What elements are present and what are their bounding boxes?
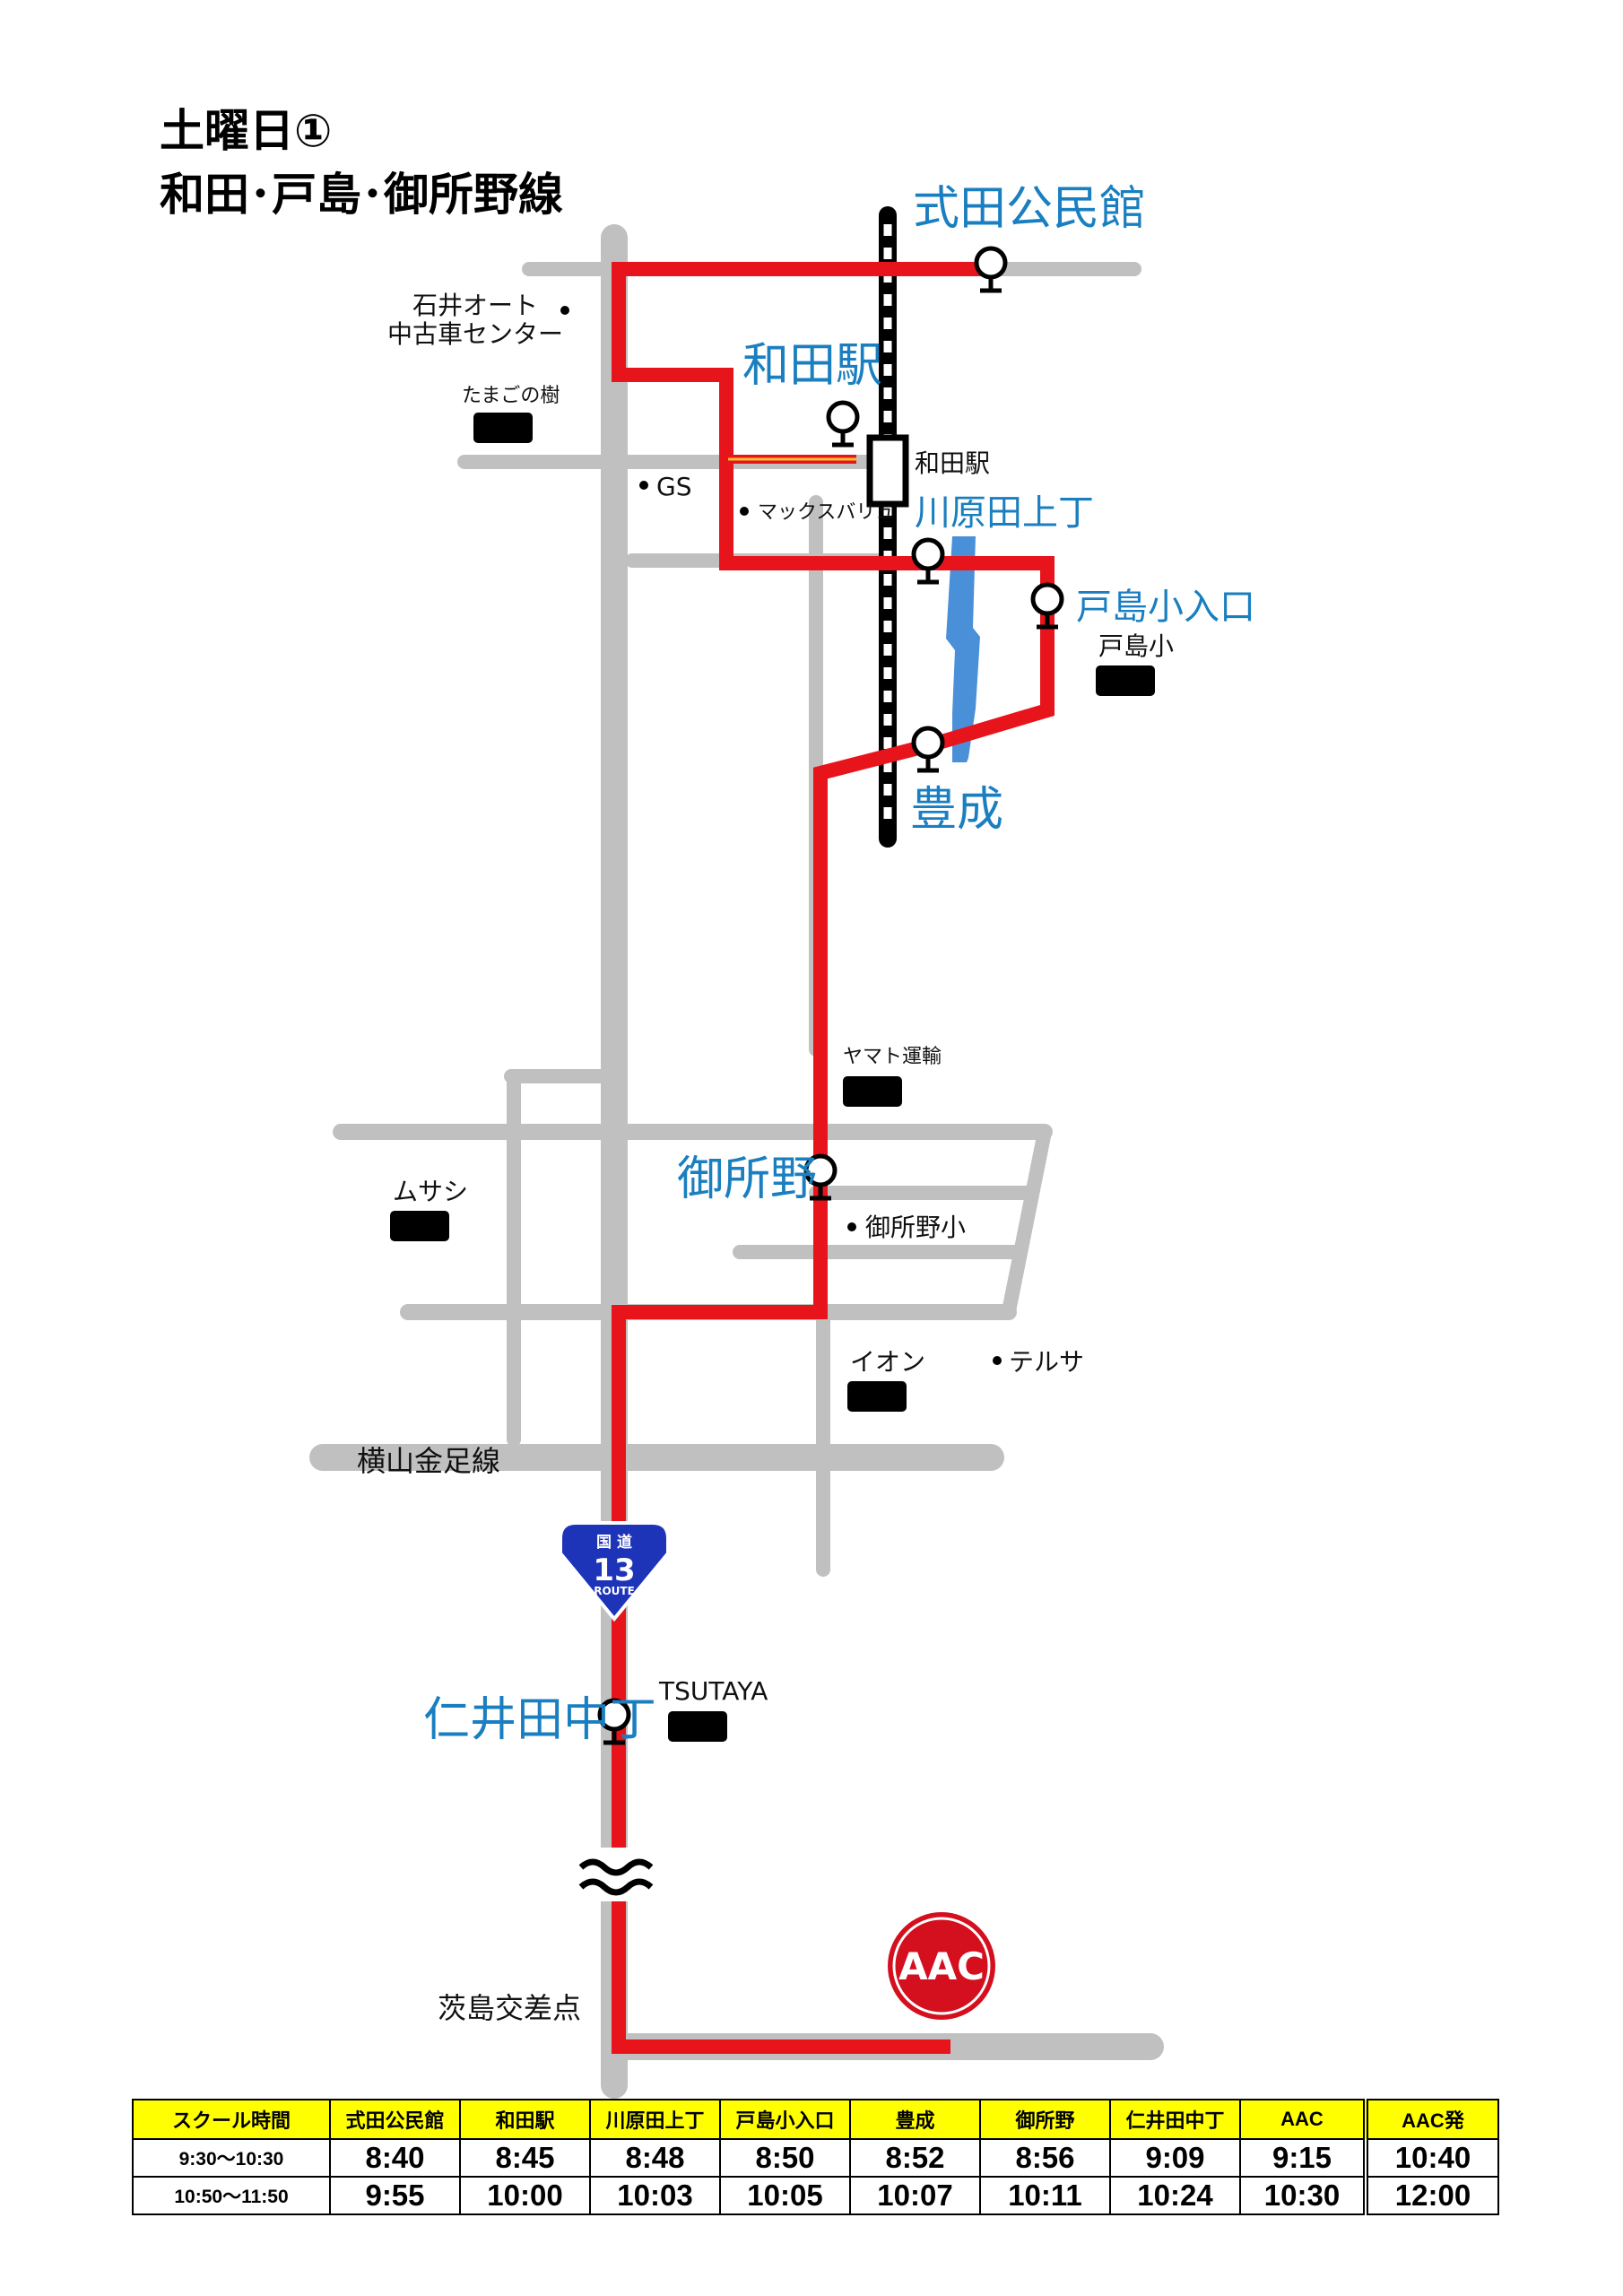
route-sign-number: 13 — [593, 1552, 635, 1588]
cell-time: 9:09 — [1109, 2138, 1241, 2178]
table-row: 9:30〜10:30 8:40 8:45 8:48 8:50 8:52 8:56… — [132, 2138, 1499, 2178]
header-aac: AAC — [1239, 2099, 1367, 2140]
landmark-dot-terusa — [993, 1356, 1002, 1365]
cell-time: 10:00 — [459, 2176, 591, 2215]
route-13-sign: 国 道 13 ROUTE — [559, 1521, 670, 1622]
landmark-box-tsutaya — [668, 1711, 727, 1742]
cell-time: 12:00 — [1363, 2176, 1499, 2215]
aac-logo-text: AAC — [898, 1944, 985, 1988]
stop-label-kawarada: 川原田上丁 — [915, 492, 1094, 534]
landmark-label-ishii-1: 石井オート — [412, 291, 538, 320]
cell-time: 10:40 — [1363, 2138, 1499, 2178]
landmark-label-aeon: イオン — [850, 1347, 925, 1377]
cell-time: 9:15 — [1239, 2138, 1367, 2178]
header-kawarada: 川原田上丁 — [589, 2099, 721, 2140]
road-goshono-east — [1002, 1125, 1052, 1318]
bus-stop-icon — [974, 246, 1008, 293]
landmark-label-wada-station: 和田駅 — [915, 448, 990, 478]
landmark-label-yamato: ヤマト運輸 — [843, 1046, 942, 1068]
header-toyonari: 豊成 — [849, 2099, 981, 2140]
bus-stop-icon — [597, 1698, 631, 1745]
bus-stop-markers — [597, 246, 1064, 1745]
landmark-label-maxvalu: マックスバリュ — [758, 501, 895, 524]
cell-time: 8:52 — [849, 2138, 981, 2178]
cell-time: 8:50 — [719, 2138, 851, 2178]
stop-label-niida: 仁井田中丁 — [423, 1693, 656, 1747]
road-label-yokoyama-kanaashi: 横山金足線 — [357, 1444, 500, 1478]
landmark-dot-maxvalu — [740, 507, 749, 516]
landmark-dot-gs — [639, 481, 648, 490]
landmark-label-tamago: たまごの樹 — [462, 385, 560, 407]
cell-time: 10:05 — [719, 2176, 851, 2215]
header-school-time: スクール時間 — [132, 2099, 331, 2140]
table-row: 10:50〜11:50 9:55 10:00 10:03 10:05 10:07… — [132, 2176, 1499, 2215]
timetable-header-row: スクール時間 式田公民館 和田駅 川原田上丁 戸島小入口 豊成 御所野 仁井田中… — [132, 2099, 1499, 2140]
landmark-dot-ishii — [560, 306, 569, 315]
cell-time: 8:56 — [979, 2138, 1111, 2178]
bus-stop-icon — [826, 400, 860, 448]
cell-school-time: 9:30〜10:30 — [132, 2138, 331, 2178]
stop-label-wada-station: 和田駅 — [742, 339, 882, 393]
cell-time: 8:40 — [329, 2138, 461, 2178]
landmark-dot-goshono-school — [847, 1222, 856, 1231]
landmark-label-tsutaya: TSUTAYA — [658, 1676, 768, 1706]
route-break-icon — [578, 1858, 654, 1896]
header-goshono: 御所野 — [979, 2099, 1111, 2140]
bus-route-line — [612, 262, 1055, 2054]
river — [946, 536, 980, 762]
cell-time: 10:03 — [589, 2176, 721, 2215]
landmark-box-tojima-school — [1096, 665, 1155, 696]
header-tojima: 戸島小入口 — [719, 2099, 851, 2140]
wada-station-building — [866, 434, 909, 508]
title-day: 土曜日① — [160, 105, 332, 157]
header-shikida: 式田公民館 — [329, 2099, 461, 2140]
bus-stop-icon — [803, 1153, 838, 1201]
landmark-label-goshono-school: 御所野小 — [865, 1213, 966, 1242]
bus-stop-icon — [911, 537, 945, 585]
route-sign-bottom: ROUTE — [594, 1585, 635, 1597]
cell-time: 10:30 — [1239, 2176, 1367, 2215]
landmark-box-tamago — [473, 413, 533, 443]
landmark-box-aeon — [847, 1381, 907, 1412]
cell-time: 8:45 — [459, 2138, 591, 2178]
landmark-label-musashi: ムサシ — [393, 1177, 468, 1206]
timetable: スクール時間 式田公民館 和田駅 川原田上丁 戸島小入口 豊成 御所野 仁井田中… — [132, 2099, 1499, 2215]
landmark-label-barajima: 茨島交差点 — [438, 1991, 581, 2025]
cell-time: 8:48 — [589, 2138, 721, 2178]
bus-stop-icon — [1030, 582, 1064, 630]
cell-time: 10:24 — [1109, 2176, 1241, 2215]
cell-school-time: 10:50〜11:50 — [132, 2176, 331, 2215]
stop-label-toyonari: 豊成 — [910, 783, 1003, 837]
bus-stop-icon — [911, 726, 945, 773]
header-niida: 仁井田中丁 — [1109, 2099, 1241, 2140]
landmark-box-yamato — [843, 1076, 902, 1107]
landmark-label-tojima-school: 戸島小 — [1098, 631, 1174, 661]
cell-time: 10:11 — [979, 2176, 1111, 2215]
landmark-label-ishii-2: 中古車センター — [387, 319, 563, 349]
cell-time: 9:55 — [329, 2176, 461, 2215]
landmark-markers — [390, 306, 1155, 1742]
stop-label-tojima: 戸島小入口 — [1076, 587, 1255, 628]
landmark-label-terusa: テルサ — [1009, 1347, 1084, 1377]
landmark-label-gs: GS — [656, 472, 691, 501]
header-aac-departure: AAC発 — [1363, 2099, 1499, 2140]
title-route-name: 和田･戸島･御所野線 — [160, 169, 563, 221]
aac-logo: AAC — [888, 1912, 995, 2020]
landmark-box-musashi — [390, 1211, 449, 1241]
stop-label-goshono: 御所野 — [677, 1152, 817, 1206]
header-wada-station: 和田駅 — [459, 2099, 591, 2140]
route-sign-top: 国 道 — [596, 1533, 632, 1552]
cell-time: 10:07 — [849, 2176, 981, 2215]
stop-label-shikida: 式田公民館 — [913, 182, 1146, 236]
